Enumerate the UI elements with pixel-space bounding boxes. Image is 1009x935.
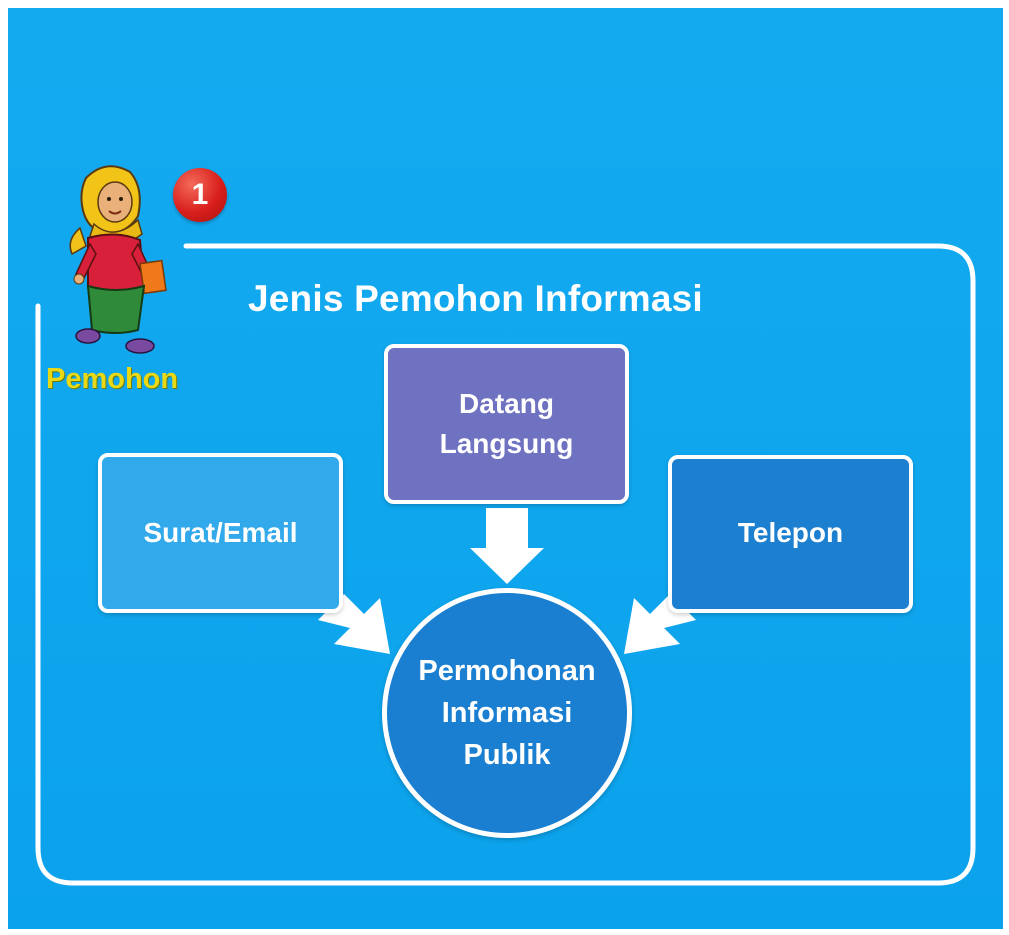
channel-datang-langsung: Datang Langsung bbox=[384, 344, 629, 504]
center-line-1: Permohonan bbox=[418, 655, 596, 687]
diagram-title: Jenis Pemohon Informasi bbox=[248, 278, 703, 319]
center-permohonan-informasi-publik: Permohonan Informasi Publik bbox=[382, 588, 632, 838]
channel-telepon-label: Telepon bbox=[737, 517, 844, 548]
channel-surat-email: Surat/Email bbox=[98, 453, 343, 613]
pemohon-label: Pemohon bbox=[46, 363, 179, 395]
center-line-2: Informasi bbox=[441, 697, 573, 729]
center-line-3: Publik bbox=[463, 739, 551, 771]
channel-datang-langsung-line-1: Datang bbox=[459, 388, 554, 419]
arrow-down-icon bbox=[470, 508, 544, 584]
channel-surat-email-label: Surat/Email bbox=[143, 517, 298, 548]
section-frame bbox=[35, 243, 976, 886]
channel-telepon: Telepon bbox=[668, 455, 913, 613]
step-number-badge: 1 bbox=[173, 168, 227, 222]
diagram-canvas: Pemohon 1 Jenis Pemohon Informasi Surat/… bbox=[8, 8, 1003, 929]
channel-datang-langsung-line-2: Langsung bbox=[439, 428, 574, 459]
pemohon-character-icon bbox=[69, 165, 167, 354]
